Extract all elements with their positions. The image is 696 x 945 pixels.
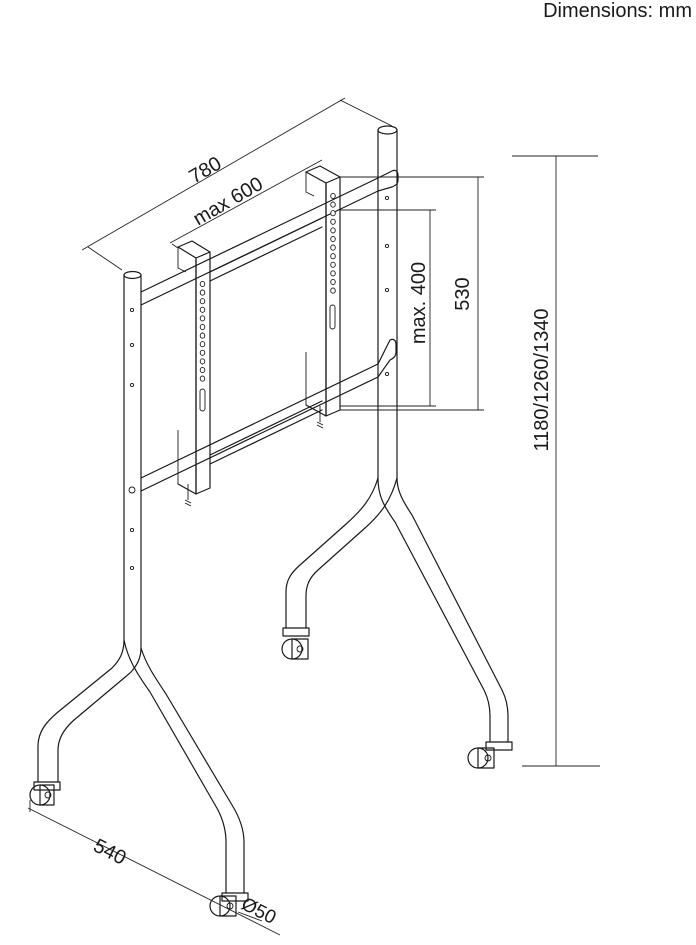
bracket-hole [199,306,206,313]
bracket-hole [199,289,206,296]
bracket-height-label: 530 [452,277,474,310]
bracket-hole [199,341,206,348]
frame-width-label: 780 [186,153,226,189]
bracket-hole [330,261,336,268]
left-bracket-holes [199,280,206,382]
dim-vesa-vertical [340,209,436,407]
bracket-hole [330,253,336,260]
dim-total-height [512,155,600,767]
bracket-hole [330,210,336,217]
bracket-hole [199,332,206,339]
bracket-hole [330,201,336,208]
bracket-hole [330,192,336,200]
bracket-hole [330,287,336,294]
caster-back-right [467,741,513,769]
bracket-hole [199,323,206,331]
dim-caster [237,911,263,922]
dim-bracket-height [340,176,484,411]
bracket-hole [330,227,336,234]
bracket-hole [199,315,206,322]
caster-back-left [281,627,310,660]
units-label: Dimensions: mm [543,0,692,22]
dim-vesa-horizontal [169,159,323,249]
bracket-hole [330,270,336,277]
left-vesa-bracket [177,240,211,507]
bracket-hole [330,244,336,251]
total-height-label: 1180/1260/1340 [531,308,553,451]
vesa-vertical-label: max. 400 [408,262,430,344]
right-bracket-holes [330,192,336,294]
dim-base-depth [27,800,281,936]
bracket-hole [199,349,206,356]
base-depth-label: 540 [90,835,130,870]
bracket-hole [330,278,336,286]
dim-frame-width [81,97,393,271]
bracket-hole [199,366,206,374]
bracket-hole [330,235,336,243]
cross-bars [140,169,399,492]
bracket-hole [199,298,206,305]
bracket-hole [199,358,206,365]
caster-front-left [29,781,61,806]
bracket-hole [199,375,206,382]
bracket-hole [330,218,336,225]
caster-front-right [209,892,249,917]
vesa-rails [209,217,323,465]
bracket-hole [199,280,206,288]
caster-diameter-label: Ø50 [238,894,280,929]
back-upright [285,125,509,743]
front-upright [37,270,245,894]
